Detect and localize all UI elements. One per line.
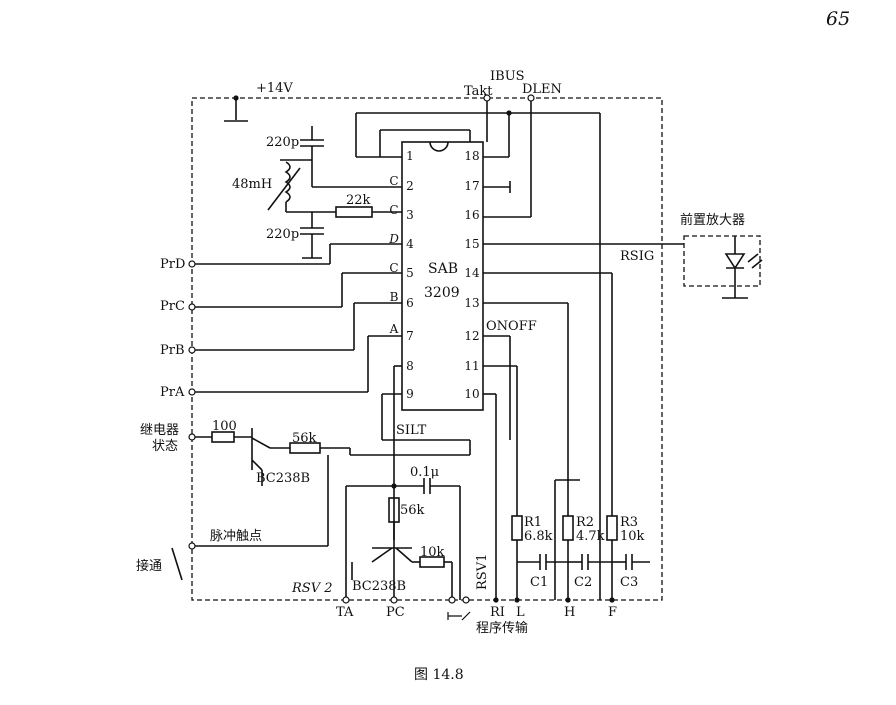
ta-label: TA [336,605,354,620]
l-label: L [516,605,525,620]
r56k-v-label: 56k [400,503,425,518]
ibus-label: IBUS [490,69,525,84]
silt-label: SILT [396,423,427,438]
pin-11: 11 [464,359,480,373]
takt-label: Takt [464,84,493,99]
figure-caption: 图 14.8 [414,667,464,683]
outer-frame [191,97,663,601]
pulse-contact-label: 脉冲触点 [210,529,263,544]
cap-01u-label: 0.1μ [410,465,440,480]
pin-7-name: A [389,322,399,336]
cap-top-label: 220p [266,135,300,150]
r10k-label: 10k [420,545,445,560]
connect-label: 接通 [136,559,163,574]
dlen-label: DLEN [522,82,562,97]
rsig-label: RSIG [620,249,655,264]
c1-label: C1 [530,575,549,590]
pin-2: 2 [406,179,414,193]
onoff-label: ONOFF [486,319,537,334]
pin-3-name: C [389,203,399,217]
pin-15: 15 [464,237,480,251]
prC-label: PrC [160,299,185,314]
prA-label: PrA [160,385,185,400]
pin-1: 1 [406,149,414,163]
r22k-label: 22k [346,193,371,208]
r100-label: 100 [212,419,237,434]
pin-7: 7 [406,329,414,343]
page-number: 65 [826,8,851,30]
pin-5-name: C [389,261,399,275]
h-label: H [564,605,576,620]
rsv2-label: RSV 2 [292,581,333,596]
inductor-label: 48mH [232,177,273,192]
pin-5: 5 [406,266,414,280]
c2-label: C2 [574,575,593,590]
rsv1-label: RSV1 [475,553,490,590]
pin-10: 10 [464,387,480,401]
pin-8: 8 [406,359,414,373]
f-label: F [608,605,618,620]
pin-18: 18 [464,149,480,163]
r2-value: 4.7k [576,529,605,544]
pin-17: 17 [464,179,480,193]
pin-14: 14 [464,266,480,280]
pc-label: PC [386,605,405,620]
r3-value: 10k [620,529,645,544]
pin-6-name: B [389,290,399,304]
c3-label: C3 [620,575,639,590]
r2-label: R2 [576,515,595,530]
ic-sab3209-body [401,141,484,411]
r1-value: 6.8k [524,529,553,544]
pin-4-name: D [389,232,399,246]
prD-label: PrD [160,257,186,272]
pin-3: 3 [406,208,414,222]
ri-label: RI [490,605,505,620]
relay-status-label: 继电器 [140,423,180,438]
supply-label: +14V [256,81,293,96]
pin-13: 13 [464,296,480,310]
prB-label: PrB [160,343,185,358]
pin-16: 16 [464,208,480,222]
ic-number-label: 3209 [424,285,460,301]
ic-part-label: SAB [428,261,458,277]
relay-status-label-2: 状态 [152,439,179,454]
r3-label: R3 [620,515,639,530]
transistor-bottom-label: BC238B [352,579,407,594]
program-transfer-label: 程序传输 [476,621,529,636]
transistor-top-label: BC238B [256,471,311,486]
pin-12: 12 [464,329,480,343]
pin-6: 6 [406,296,414,310]
pin-2-name: C [389,174,399,188]
pin-9: 9 [406,387,414,401]
cap-bottom-label: 220p [266,227,300,242]
preamp-label: 前置放大器 [680,213,746,228]
r1-label: R1 [524,515,543,530]
pin-4: 4 [406,237,414,251]
r56k-h-label: 56k [292,431,317,446]
